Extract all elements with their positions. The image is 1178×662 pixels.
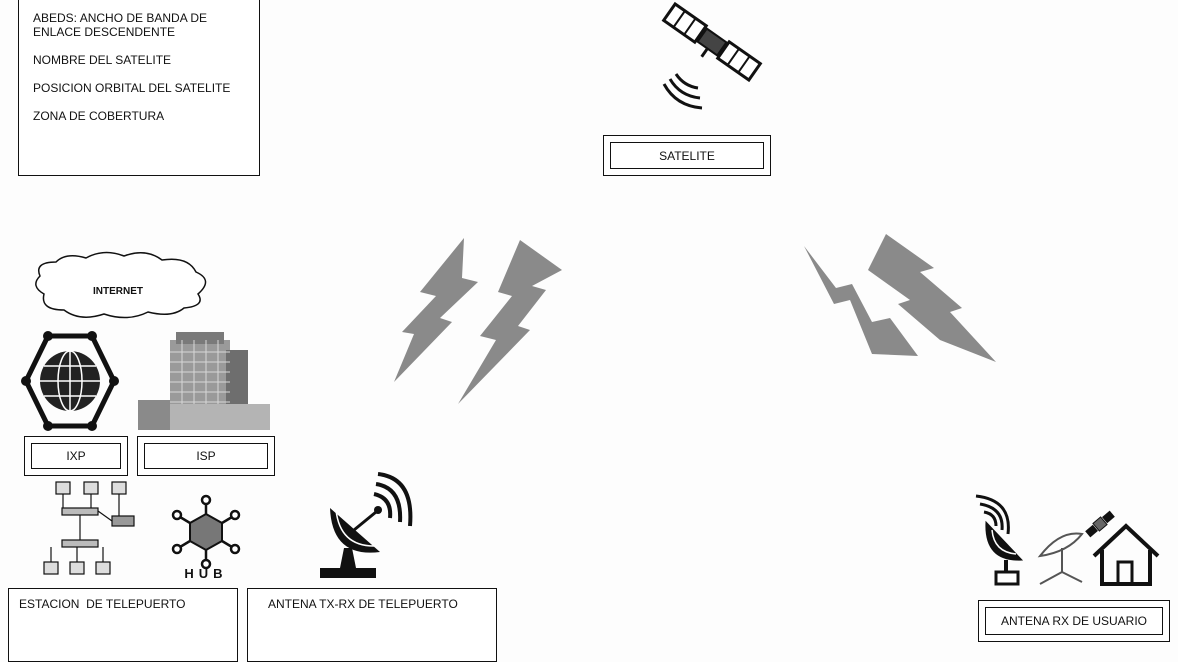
internet-label: INTERNET [78,286,158,297]
satellite-label-box: SATELITE [603,135,771,176]
ixp-globe-icon [21,331,119,431]
satellite-icon [659,4,760,87]
user-antenna-label-box: ANTENA RX DE USUARIO [978,600,1170,642]
uplink-bolt-1 [394,238,478,382]
teleport-dish-icon [320,474,410,578]
small-satellite-icon [1085,510,1116,538]
hub-icon [173,496,239,568]
ixp-label: IXP [31,443,121,469]
teleport-station-label: ESTACION DE TELEPUERTO [19,597,186,611]
ixp-label-box: IXP [24,436,128,476]
teleport-antenna-box: ANTENA TX-RX DE TELEPUERTO [247,588,497,662]
teleport-antenna-label: ANTENA TX-RX DE TELEPUERTO [268,597,458,611]
hub-label: HUB [176,566,236,581]
user-tripod-antenna-icon [1040,533,1082,584]
satellite-signal-icon [664,74,702,108]
house-icon [1094,526,1158,584]
uplink-bolt-2 [458,240,562,404]
teleport-station-box: ESTACION DE TELEPUERTO [8,588,238,662]
isp-label: ISP [144,443,268,469]
user-antenna-label: ANTENA RX DE USUARIO [985,607,1163,635]
satellite-label: SATELITE [610,142,764,169]
isp-building-icon [138,332,270,430]
user-dish-icon [976,496,1022,584]
network-equipment-icon [44,482,134,574]
internet-cloud-icon [36,252,206,317]
isp-label-box: ISP [137,436,275,476]
